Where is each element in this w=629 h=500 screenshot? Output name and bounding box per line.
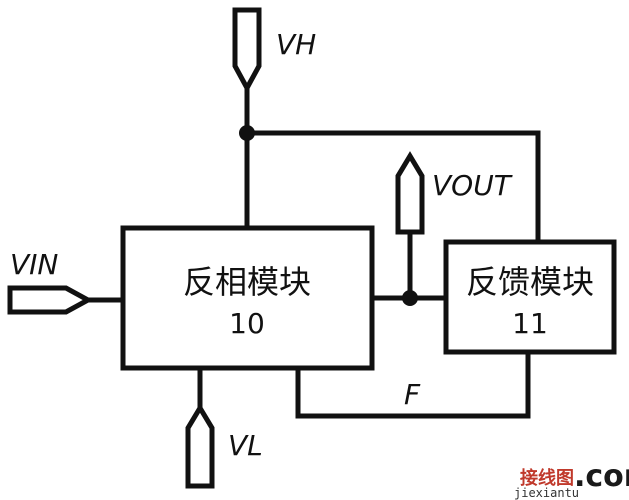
inverting-module-name: 反相模块 — [183, 263, 311, 301]
feedback-module-number: 11 — [512, 307, 548, 340]
inverting-module-block — [120, 225, 375, 371]
feedback-module-block — [443, 239, 617, 355]
wire-vh-to-feedback — [244, 130, 541, 245]
vl-pin — [185, 403, 215, 489]
watermark-cn: 接线图 — [520, 467, 574, 489]
wire-f-feedback — [295, 349, 531, 419]
watermark: 接线图 .com jiexiantu — [514, 459, 629, 500]
watermark-com: .com — [574, 459, 629, 494]
f-label: F — [404, 378, 421, 411]
vout-label: VOUT — [432, 169, 513, 202]
vh-pin — [232, 7, 262, 94]
junction-node-vout — [402, 290, 418, 306]
vout-pin — [395, 151, 425, 235]
feedback-module-name: 反馈模块 — [466, 263, 594, 301]
vin-label: VIN — [10, 248, 58, 281]
vh-label: VH — [276, 28, 316, 61]
vl-label: VL — [228, 429, 263, 462]
watermark-pinyin: jiexiantu — [514, 486, 579, 500]
inverting-module-number: 10 — [229, 307, 265, 340]
vin-pin — [7, 285, 94, 315]
junction-node-vh — [239, 125, 255, 141]
